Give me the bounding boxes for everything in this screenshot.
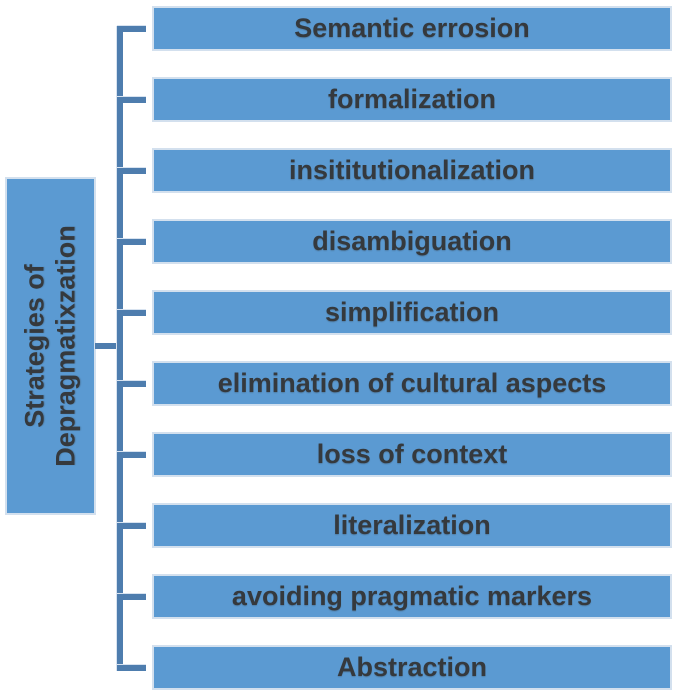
connector-tick-line: [117, 381, 146, 387]
strategy-node: Semantic errosion: [152, 6, 672, 51]
root-node-label: Strategies of Depragmatixzation: [19, 179, 82, 513]
root-connector-line: [95, 343, 123, 349]
strategy-node-label: Semantic errosion: [294, 13, 530, 43]
connector-tick-line: [117, 97, 146, 103]
connector-tick-line: [117, 665, 146, 671]
connector-tick-line: [117, 310, 146, 316]
connector-spine-line: [117, 26, 123, 671]
strategy-node-label: loss of context: [316, 439, 508, 469]
strategy-node: loss of context: [152, 432, 672, 477]
strategy-node: formalization: [152, 77, 672, 122]
strategy-node: insititutionalization: [152, 148, 672, 193]
strategy-node-label: elimination of cultural aspects: [217, 368, 607, 398]
connector-tick-line: [117, 594, 146, 600]
connector-tick-line: [117, 452, 146, 458]
strategy-node: avoiding pragmatic markers: [152, 574, 672, 619]
strategy-node: elimination of cultural aspects: [152, 361, 672, 406]
strategy-node-label: disambiguation: [312, 226, 512, 256]
connector-tick-line: [117, 523, 146, 529]
strategy-node-label: Abstraction: [336, 652, 488, 682]
root-label-line1: Strategies of: [19, 264, 50, 428]
connector-tick-line: [117, 26, 146, 32]
root-label-line2: Depragmatixzation: [50, 225, 81, 467]
strategy-node: disambiguation: [152, 219, 672, 264]
connector-tick-line: [117, 168, 146, 174]
connector-tick-line: [117, 239, 146, 245]
strategy-node-label: insititutionalization: [289, 155, 535, 185]
strategy-node: Abstraction: [152, 645, 672, 690]
strategy-node-label: literalization: [333, 510, 491, 540]
root-node: Strategies of Depragmatixzation: [5, 177, 96, 515]
strategy-node-label: formalization: [327, 84, 496, 114]
strategy-node: literalization: [152, 503, 672, 548]
strategy-node: simplification: [152, 290, 672, 335]
strategy-node-label: simplification: [324, 297, 500, 327]
strategy-node-label: avoiding pragmatic markers: [231, 581, 593, 611]
